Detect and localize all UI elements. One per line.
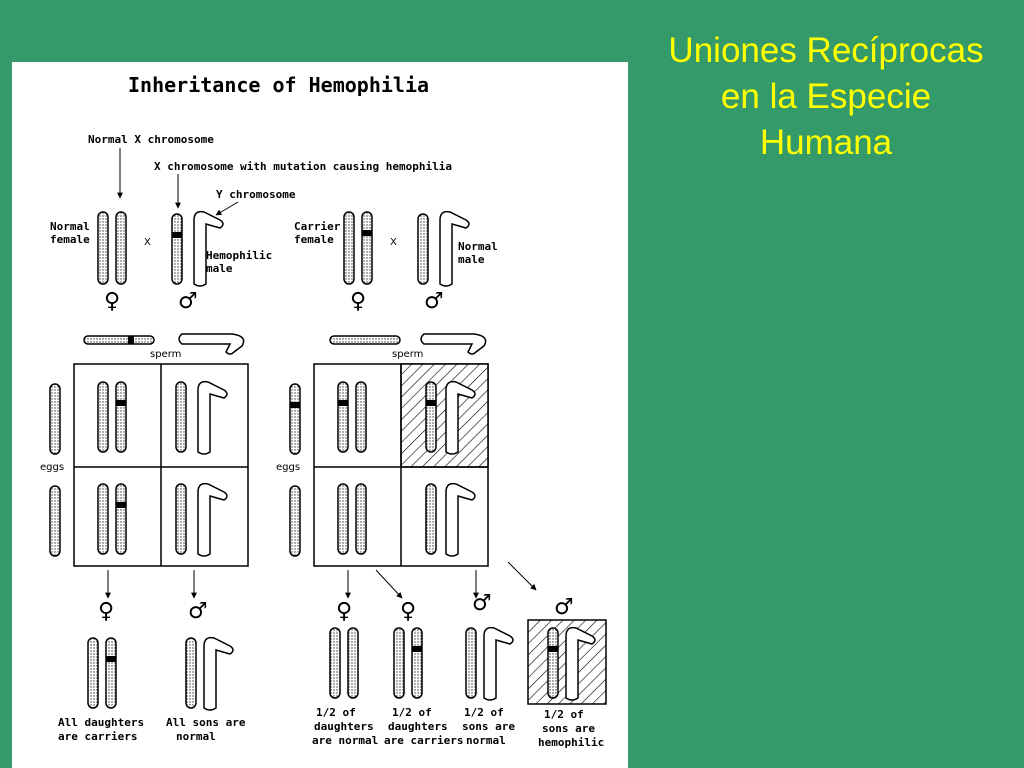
hemophilic-son-cell xyxy=(400,363,489,468)
chromosome-x-mutant xyxy=(361,211,373,285)
female-symbol: ♀ xyxy=(336,599,352,624)
label-normal-male-1: Normal xyxy=(458,240,498,253)
outcome-half-daughters-carriers-1: 1/2 of xyxy=(392,706,432,719)
eggs-label-right: eggs xyxy=(276,462,300,473)
outcome-half-sons-hemophilic-2: sons are xyxy=(542,722,595,735)
label-normal-female-1: Normal xyxy=(50,220,90,233)
female-symbol: ♀ xyxy=(350,289,366,314)
cross-symbol-left: X xyxy=(144,237,151,248)
male-symbol: ♂ xyxy=(424,289,444,314)
figure-title: Inheritance of Hemophilia xyxy=(128,73,429,97)
egg-x-chromosome xyxy=(49,383,61,455)
sperm-y-chromosome xyxy=(178,333,245,355)
chromosome-x xyxy=(97,211,109,285)
chromosome-x-mutant xyxy=(171,213,183,285)
label-carrier-female-2: female xyxy=(294,233,334,246)
outcome-half-daughters-normal-3: are normal xyxy=(312,734,378,747)
sperm-y-chromosome xyxy=(420,333,487,355)
label-hemophilic-male-2: male xyxy=(206,262,233,275)
outcome-half-sons-normal-3: normal xyxy=(466,734,506,747)
outcome-half-daughters-carriers-3: are carriers xyxy=(384,734,463,747)
outcome-half-daughters-normal-2: daughters xyxy=(314,720,374,733)
slide-title-line-1: Uniones Recíprocas xyxy=(668,31,984,70)
chromosome-x xyxy=(417,213,429,285)
egg-x-chromosome xyxy=(289,485,301,557)
figure-canvas: Inheritance of Hemophilia Normal X chrom… xyxy=(40,73,607,749)
label-mutant-x: X chromosome with mutation causing hemop… xyxy=(154,160,452,173)
slide-title-line-2: en la Especie xyxy=(720,77,932,116)
outcome-all-daughters-1: All daughters xyxy=(58,716,144,729)
female-symbol: ♀ xyxy=(104,289,120,314)
outcome-all-sons-2: normal xyxy=(176,730,216,743)
sperm-x-chromosome xyxy=(329,335,401,345)
outcome-half-sons-normal-2: sons are xyxy=(462,720,515,733)
eggs-label-left: eggs xyxy=(40,462,64,473)
chromosome-x xyxy=(115,211,127,285)
egg-x-chromosome xyxy=(289,383,301,455)
male-symbol: ♂ xyxy=(188,599,208,624)
outcome-half-daughters-carriers-2: daughters xyxy=(388,720,448,733)
outcome-half-daughters-normal-1: 1/2 of xyxy=(316,706,356,719)
outcome-all-daughters-2: are carriers xyxy=(58,730,137,743)
outcome-all-sons-1: All sons are xyxy=(166,716,246,729)
chromosome-y xyxy=(439,210,470,287)
label-carrier-female-1: Carrier xyxy=(294,220,341,233)
male-symbol: ♂ xyxy=(472,591,492,616)
sperm-label-right: sperm xyxy=(392,349,423,360)
chromosome-x xyxy=(343,211,355,285)
outcome-half-sons-hemophilic-3: hemophilic xyxy=(538,736,604,749)
label-normal-x: Normal X chromosome xyxy=(88,133,214,146)
slide-title-line-3: Humana xyxy=(759,123,893,162)
female-symbol: ♀ xyxy=(98,599,114,624)
chromosome-y xyxy=(193,210,224,287)
female-symbol: ♀ xyxy=(400,599,416,624)
slide-title: Uniones Recíprocas en la Especie Humana xyxy=(628,28,1024,166)
cross-symbol-right: X xyxy=(390,237,397,248)
outcome-half-sons-hemophilic-1: 1/2 of xyxy=(544,708,584,721)
outcome-half-sons-normal-1: 1/2 of xyxy=(464,706,504,719)
label-hemophilic-male-1: Hemophilic xyxy=(206,249,272,262)
label-y-chromosome: Y chromosome xyxy=(216,188,296,201)
male-symbol: ♂ xyxy=(554,595,574,620)
male-symbol: ♂ xyxy=(178,289,198,314)
label-normal-female-2: female xyxy=(50,233,90,246)
sperm-label-left: sperm xyxy=(150,349,181,360)
egg-x-chromosome xyxy=(49,485,61,557)
label-normal-male-2: male xyxy=(458,253,485,266)
sperm-x-chromosome xyxy=(83,335,155,345)
hemophilia-figure: Inheritance of Hemophilia Normal X chrom… xyxy=(12,62,628,768)
